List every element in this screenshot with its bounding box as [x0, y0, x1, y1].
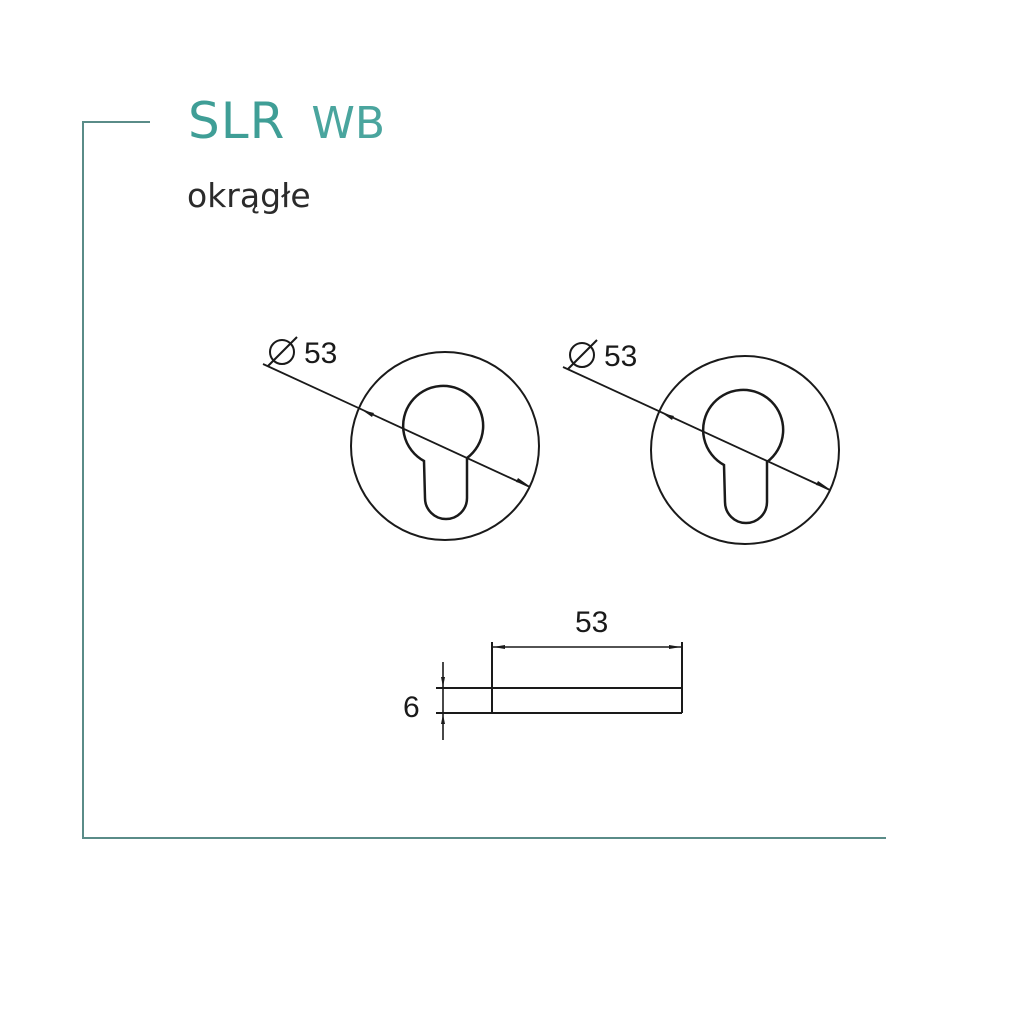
arrow-head-icon: [493, 645, 505, 649]
arrow-head-icon: [669, 645, 681, 649]
cylinder-hole-outline: [701, 388, 785, 525]
arrow-head-icon: [441, 677, 445, 687]
rosette-outline: [650, 355, 840, 545]
arrow-head-icon: [816, 481, 828, 488]
arrow-head-icon: [516, 478, 528, 485]
arrow-head-icon: [362, 410, 374, 417]
model-name: SLR: [188, 92, 286, 150]
diameter-symbol-icon: [267, 336, 298, 367]
diameter-symbol-icon: [567, 339, 598, 370]
rosette-outline: [350, 351, 540, 541]
frame-left-line: [82, 121, 84, 839]
side-view: [436, 642, 683, 740]
frame-bottom-line: [82, 837, 886, 839]
cylinder-hole-outline: [401, 384, 485, 521]
diameter-value-left: 53: [304, 337, 337, 370]
thickness-dimension-value: 6: [403, 691, 420, 724]
diameter-leader-line: [562, 366, 831, 491]
rosette-left: [262, 336, 540, 541]
diameter-value-right: 53: [604, 340, 637, 373]
rosette-right: [562, 339, 840, 545]
arrow-head-icon: [662, 413, 674, 420]
arrow-head-icon: [441, 714, 445, 724]
width-dimension-value: 53: [575, 606, 608, 639]
product-subtitle: okrągłe: [187, 176, 311, 215]
frame-top-line: [82, 121, 150, 123]
diameter-leader-line: [262, 363, 531, 488]
product-title: SLR WB: [188, 92, 385, 150]
variant-name: WB: [311, 98, 386, 149]
